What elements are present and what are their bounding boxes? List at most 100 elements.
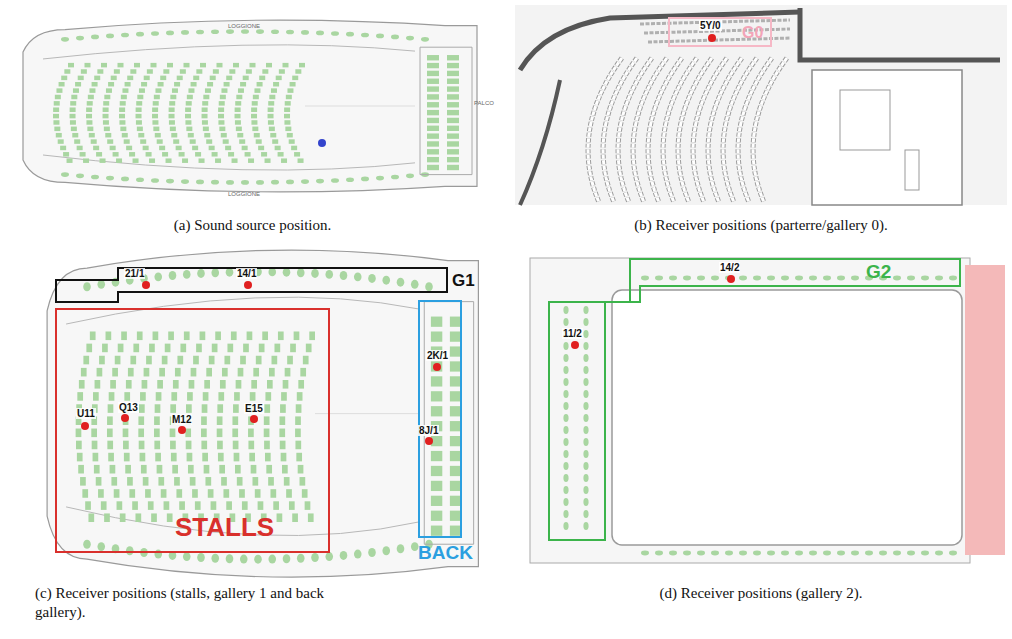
box-seat [431,391,442,401]
gallery-seat [563,510,568,518]
gallery-seat [583,450,588,458]
stall-seat [309,331,315,340]
box-seat [450,346,461,356]
stall-seat [92,82,98,87]
stall-seat [154,95,160,100]
gallery-seat [376,34,384,39]
gallery-seat [376,176,384,181]
gallery-seat [563,486,568,494]
stall-seat [139,404,145,413]
gallery-seat [391,175,399,180]
stall-seat [80,477,86,486]
box-seat [431,317,442,327]
stall-seat [136,101,142,106]
stall-seat [218,392,224,401]
gallery-seat [382,276,390,285]
stall-seat [250,63,256,68]
stall-seat [128,368,134,377]
gallery-seat [563,318,568,326]
stall-seat [272,139,278,144]
gallery-seat [563,438,568,446]
gallery-edge [43,45,415,59]
stall-seat [144,76,150,81]
stall-seat [162,152,168,157]
gallery-seat [949,276,957,281]
stall-seat [154,416,160,425]
stall-seat [199,158,205,163]
stall-seat [232,429,238,438]
stall-seat [247,331,253,340]
stall-seat [87,127,93,132]
gallery-seat [583,438,588,446]
gallery-seat [256,29,264,34]
stall-seat [85,63,91,68]
stall-seat [188,88,194,93]
gallery-seat [563,402,568,410]
gallery-seat [136,32,144,37]
gallery-seat [91,35,99,40]
gallery-seat [297,554,305,563]
stall-seat [92,441,98,450]
stall-seat [103,107,109,112]
gallery-seat [865,551,873,556]
gallery-seat [226,180,234,185]
stall-seat [185,107,191,112]
stall-seat [144,368,150,377]
stall-seat [279,69,285,74]
stall-seat [172,465,178,474]
receiver-label: 21/1 [124,268,145,279]
gallery-seat [106,176,114,181]
stall-seat [86,107,92,112]
receiver-label: E15 [244,403,264,414]
stall-seat [234,392,240,401]
receiver-label: M12 [171,414,192,425]
stall-seat [140,453,146,462]
stall-seat [200,63,206,68]
stall-seat [94,76,100,81]
stall-seat [190,139,196,144]
box-seat [431,406,442,416]
box-seat [447,126,459,131]
stall-seat [296,453,302,462]
stall-seat [289,139,295,144]
stall-seat [136,120,142,125]
stall-seat [120,127,126,132]
stall-seat [269,127,275,132]
stall-seat [277,513,283,522]
stall-seat [261,152,267,157]
stall-seat [93,392,99,401]
stall-seat [283,380,289,389]
stall-seat [264,404,270,413]
stall-seat [192,489,198,498]
stall-seat [104,127,110,132]
stall-seat [280,404,286,413]
stall-seat [58,139,64,144]
gallery-seat [711,276,719,281]
stall-seat [254,88,260,93]
stall-seat [119,120,125,125]
stall-seat [165,344,171,353]
stall-seat [153,101,159,106]
stall-seat [140,392,146,401]
gallery-seat [563,342,568,350]
stall-seat [53,114,59,119]
box-seat [447,71,459,76]
stall-seat [71,127,77,132]
stall-seat [233,63,239,68]
stall-seat [209,356,215,365]
stall-seat [302,489,308,498]
box-seat [427,63,439,68]
gallery-seat [583,402,588,410]
stall-seat [72,133,78,138]
gallery-seat [151,31,159,36]
stall-seat [202,107,208,112]
stall-seat [103,114,109,119]
stall-seat [111,76,117,81]
gallery-seat [921,276,929,281]
stall-seat [180,69,186,74]
stall-seat [285,368,291,377]
stall-seat [284,114,290,119]
stall-seat [169,101,175,106]
receiver-dot [81,422,89,430]
stall-seat [133,158,139,163]
